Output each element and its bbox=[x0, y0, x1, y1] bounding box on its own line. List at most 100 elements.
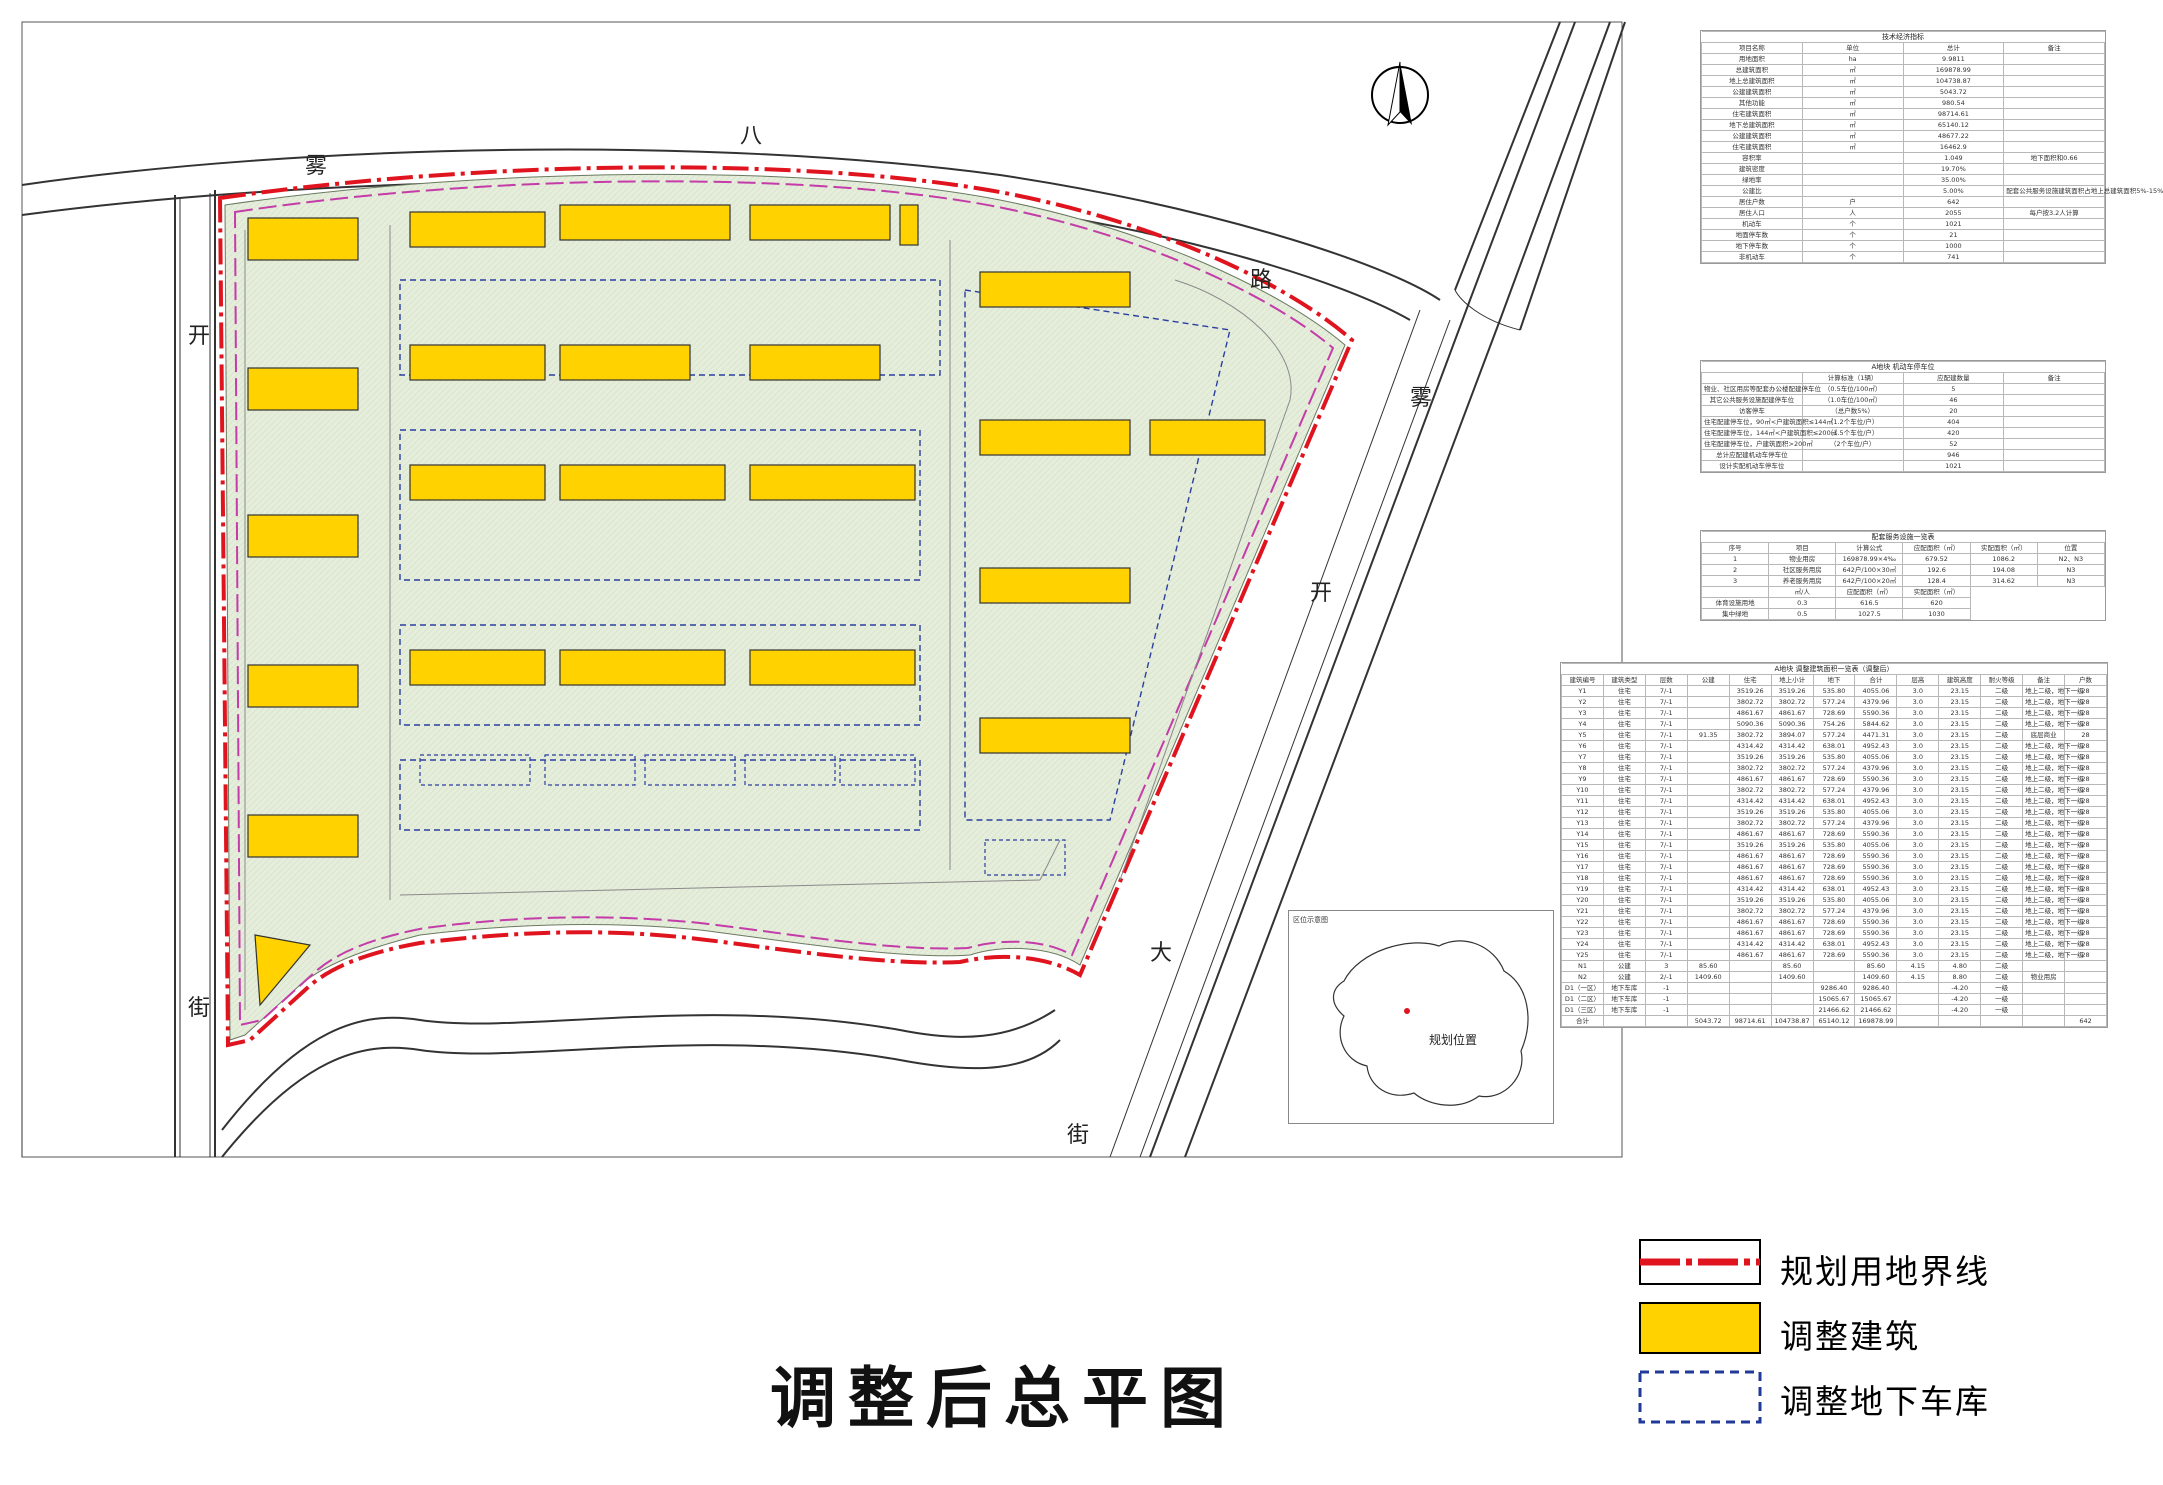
table-cell: 3802.72 bbox=[1728, 784, 1772, 796]
table-cell bbox=[1686, 850, 1730, 862]
table-cell: 8.80 bbox=[1938, 971, 1982, 983]
adjusted-building bbox=[409, 464, 546, 501]
table-header-cell: 实配面积（㎡） bbox=[1902, 586, 1971, 598]
table-header-cell: 建筑编号 bbox=[1561, 674, 1604, 686]
adjusted-building bbox=[979, 419, 1131, 456]
table-cell: 4952.43 bbox=[1854, 938, 1898, 950]
table-cell: 1021 bbox=[1902, 218, 2005, 230]
table-cell: 535.80 bbox=[1812, 839, 1856, 851]
table-cell: 地上二级，地下一级 bbox=[2022, 850, 2084, 862]
table-cell: 养老服务用房 bbox=[1768, 575, 1837, 587]
table-cell: 4314.42 bbox=[1728, 740, 1772, 752]
table-cell: 其他功能 bbox=[1701, 97, 1803, 109]
table-cell: -4.20 bbox=[1938, 993, 1982, 1005]
table-cell bbox=[1686, 806, 1730, 818]
table-cell: ㎡ bbox=[1801, 108, 1904, 120]
table-cell bbox=[1728, 971, 1772, 983]
table-cell: 用地面积 bbox=[1701, 53, 1803, 65]
table-cell: 23.15 bbox=[1938, 696, 1982, 708]
table-cell: 3 bbox=[1700, 575, 1770, 587]
adjusted-building bbox=[749, 649, 916, 686]
table-cell: 底层商业 bbox=[2022, 729, 2066, 741]
table-cell: 7/-1 bbox=[1644, 828, 1688, 840]
table-cell: 23.15 bbox=[1938, 707, 1982, 719]
table-cell: 7/-1 bbox=[1644, 806, 1688, 818]
table-cell: 620 bbox=[1902, 597, 1971, 609]
table-cell: 23.15 bbox=[1938, 949, 1982, 961]
table-cell: 616.5 bbox=[1835, 597, 1904, 609]
table-cell: 4861.67 bbox=[1770, 861, 1814, 873]
table-cell: 3.0 bbox=[1896, 894, 1940, 906]
table-cell bbox=[2003, 460, 2105, 472]
table-cell: N3 bbox=[2036, 575, 2106, 587]
table-cell: 3519.26 bbox=[1728, 894, 1772, 906]
table-cell: 住宅配建停车位，90㎡<户建筑面积≤144㎡ bbox=[1701, 416, 1833, 428]
service-table-caption: 配套服务设施一览表 bbox=[1701, 531, 2105, 543]
road-label-north-1: 雾 bbox=[305, 154, 328, 179]
table-cell bbox=[2003, 394, 2105, 406]
table-cell: 0.3 bbox=[1768, 597, 1837, 609]
table-header-cell: 计算标准（1辆） bbox=[1801, 372, 1904, 384]
adjusted-building bbox=[899, 204, 919, 246]
table-cell: 二级 bbox=[1980, 861, 2024, 873]
table-cell: 7/-1 bbox=[1644, 718, 1688, 730]
adjusted-building bbox=[749, 204, 891, 241]
table-cell: D1（三区） bbox=[1561, 1004, 1604, 1016]
table-cell: 1.049 bbox=[1902, 152, 2005, 164]
table-cell: 20 bbox=[1902, 405, 2005, 417]
table-cell: 4861.67 bbox=[1770, 872, 1814, 884]
road-label-east-2: 开 bbox=[1310, 581, 1333, 606]
table-cell bbox=[1728, 1004, 1772, 1016]
legend-label-garage: 调整地下车库 bbox=[1780, 1382, 1990, 1421]
table-cell: 二级 bbox=[1980, 806, 2024, 818]
table-cell: 公建 bbox=[1602, 960, 1646, 972]
table-cell: 4861.67 bbox=[1770, 707, 1814, 719]
table-cell: 3.0 bbox=[1896, 806, 1940, 818]
table-cell: 地下面积和0.66 bbox=[2003, 152, 2105, 164]
table-cell: 地上二级，地下一级 bbox=[2022, 927, 2084, 939]
table-cell: 52 bbox=[1902, 438, 2005, 450]
table-cell: 住宅建筑面积 bbox=[1701, 108, 1803, 120]
table-cell bbox=[1686, 905, 1730, 917]
table-cell: 23.15 bbox=[1938, 817, 1982, 829]
table-cell bbox=[2003, 416, 2105, 428]
table-cell: 23.15 bbox=[1938, 784, 1982, 796]
underground-garage-outlines bbox=[399, 279, 1231, 831]
road-label-east-1: 雾 bbox=[1410, 386, 1433, 411]
table-cell: 公建建筑面积 bbox=[1701, 130, 1803, 142]
table-row: 住宅配建停车位，户建筑面积>200㎡（2个车位/户）52 bbox=[1701, 438, 2105, 450]
table-cell: 404 bbox=[1902, 416, 2005, 428]
table-cell: 7/-1 bbox=[1644, 696, 1688, 708]
table-row: 访客停车（总户数5%）20 bbox=[1701, 405, 2105, 417]
building-table-caption: A地块 调整建筑面积一览表（调整后） bbox=[1561, 663, 2107, 675]
table-cell bbox=[2003, 141, 2105, 153]
table-cell: 3.0 bbox=[1896, 795, 1940, 807]
table-cell: 4314.42 bbox=[1770, 740, 1814, 752]
table-cell: 23.15 bbox=[1938, 916, 1982, 928]
table-cell: 7/-1 bbox=[1644, 795, 1688, 807]
table-cell: 23.15 bbox=[1938, 927, 1982, 939]
table-cell: 二级 bbox=[1980, 960, 2024, 972]
table-header-cell: 地上小计 bbox=[1770, 674, 1814, 686]
table-cell: 7/-1 bbox=[1644, 861, 1688, 873]
table-cell bbox=[2003, 251, 2105, 263]
table-cell: Y13 bbox=[1561, 817, 1604, 829]
table-cell: 住宅 bbox=[1602, 850, 1646, 862]
table-cell: 二级 bbox=[1980, 707, 2024, 719]
table-cell: 91.35 bbox=[1686, 729, 1730, 741]
table-cell: 3.0 bbox=[1896, 696, 1940, 708]
table-cell bbox=[2064, 982, 2107, 994]
